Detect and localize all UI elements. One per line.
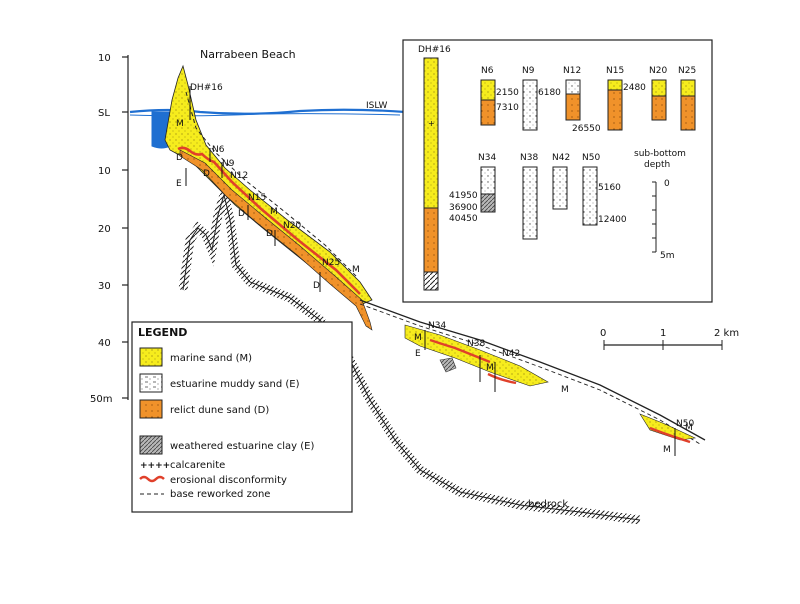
depth-tick-label: 30 bbox=[98, 281, 111, 292]
facies-mark: D bbox=[176, 153, 183, 163]
facies-marks: M D D E D D M D M E M M M M M bbox=[176, 119, 693, 455]
borehole-label: N20 bbox=[283, 221, 301, 231]
borehole-ticks bbox=[185, 86, 676, 456]
core-label: N6 bbox=[481, 66, 494, 76]
facies-mark: E bbox=[415, 349, 421, 359]
scale-bar: 0 1 2 km bbox=[600, 328, 739, 350]
depth-tick-label: 20 bbox=[98, 224, 111, 235]
sea-level-label: ISLW bbox=[366, 101, 388, 111]
borehole-label: DH#16 bbox=[190, 83, 223, 93]
core-label: N34 bbox=[478, 153, 496, 163]
place-name: Narrabeen Beach bbox=[200, 48, 296, 61]
legend-swatch-weathered-clay bbox=[139, 435, 163, 455]
core-label: N38 bbox=[520, 153, 538, 163]
scale-tick-label: 0 bbox=[600, 328, 606, 339]
depth-axis: 10 SL 10 20 30 40 50m bbox=[90, 53, 129, 405]
depth-tick-label: 50m bbox=[90, 394, 112, 405]
borehole-label: N25 bbox=[322, 258, 340, 268]
core-label: N42 bbox=[552, 153, 570, 163]
depth-scale-top: 0 bbox=[664, 179, 670, 189]
facies-mark: D bbox=[266, 229, 273, 239]
legend-item-label: erosional disconformity bbox=[170, 475, 287, 486]
legend-item-label: calcarenite bbox=[170, 460, 225, 471]
depth-tick-label: SL bbox=[98, 108, 110, 119]
core-label: N9 bbox=[522, 66, 535, 76]
depth-scale-bottom: 5m bbox=[660, 251, 675, 261]
scale-tick-label: 1 bbox=[660, 328, 666, 339]
facies-mark: M bbox=[414, 333, 422, 343]
radiocarbon-age: 36900 bbox=[449, 203, 478, 213]
core-label: DH#16 bbox=[418, 45, 451, 55]
depth-scale-title: depth bbox=[644, 160, 670, 170]
facies-mark: M bbox=[685, 423, 693, 433]
sediment-profile bbox=[164, 64, 706, 445]
facies-mark: D bbox=[313, 281, 320, 291]
core-label: N25 bbox=[678, 66, 696, 76]
legend-swatch-disconformity bbox=[139, 475, 165, 483]
radiocarbon-age: 6180 bbox=[538, 88, 561, 98]
depth-scale-title: sub-bottom bbox=[634, 149, 686, 159]
facies-mark: M bbox=[486, 363, 494, 373]
borehole-label: N15 bbox=[248, 193, 266, 203]
legend-item-label: weathered estuarine clay (E) bbox=[170, 441, 314, 452]
legend-swatch-calcarenite: ++++ bbox=[140, 461, 170, 471]
core-label: N20 bbox=[649, 66, 667, 76]
borehole-label: N12 bbox=[230, 171, 248, 181]
borehole-label: N42 bbox=[502, 349, 520, 359]
depth-tick-label: 40 bbox=[98, 338, 111, 349]
facies-mark: D bbox=[238, 209, 245, 219]
facies-mark: M bbox=[561, 385, 569, 395]
core-label: N15 bbox=[606, 66, 624, 76]
inset-core-logs: DH#16 + N6 2150 7310 N9 6180 N12 26550 N… bbox=[402, 39, 713, 303]
legend-item-label: relict dune sand (D) bbox=[170, 405, 269, 416]
facies-mark: M bbox=[352, 265, 360, 275]
facies-mark: M bbox=[270, 207, 278, 217]
bedrock: bedrock bbox=[178, 177, 641, 525]
depth-tick-label: 10 bbox=[98, 53, 111, 64]
bedrock-label: bedrock bbox=[528, 499, 568, 510]
facies-mark: D bbox=[203, 169, 210, 179]
radiocarbon-age: 40450 bbox=[449, 214, 478, 224]
legend-item-label: base reworked zone bbox=[170, 489, 270, 500]
legend-item-label: estuarine muddy sand (E) bbox=[170, 379, 300, 390]
borehole-labels: DH#16 N6 N9 N12 N15 N20 N25 N34 N38 N42 … bbox=[190, 83, 694, 429]
facies-mark: M bbox=[176, 119, 184, 129]
borehole-label: N50 bbox=[676, 419, 694, 429]
facies-mark: M bbox=[663, 445, 671, 455]
core-label: N12 bbox=[563, 66, 581, 76]
legend-item-label: marine sand (M) bbox=[170, 353, 252, 364]
calcarenite-mark: + bbox=[428, 119, 435, 128]
legend-swatch-marine-sand bbox=[139, 347, 163, 367]
radiocarbon-age: 26550 bbox=[572, 124, 601, 134]
borehole-label: N38 bbox=[467, 339, 485, 349]
radiocarbon-age: 2480 bbox=[623, 83, 646, 93]
radiocarbon-age: 12400 bbox=[598, 215, 627, 225]
radiocarbon-age: 41950 bbox=[449, 191, 478, 201]
legend-swatch-estuarine-muddy-sand bbox=[139, 373, 163, 393]
borehole-label: N6 bbox=[212, 145, 225, 155]
depth-tick-label: 10 bbox=[98, 166, 111, 177]
radiocarbon-age: 5160 bbox=[598, 183, 621, 193]
radiocarbon-age: 7310 bbox=[496, 103, 519, 113]
legend-title: LEGEND bbox=[138, 326, 187, 339]
borehole-label: N9 bbox=[222, 159, 235, 169]
borehole-label: N34 bbox=[428, 321, 446, 331]
core-label: N50 bbox=[582, 153, 600, 163]
legend-swatch-relict-dune-sand bbox=[139, 399, 163, 419]
legend: LEGEND marine sand (M) estuarine muddy s… bbox=[131, 321, 353, 513]
radiocarbon-age: 2150 bbox=[496, 88, 519, 98]
scale-tick-label: 2 km bbox=[714, 328, 739, 339]
facies-mark: E bbox=[176, 179, 182, 189]
